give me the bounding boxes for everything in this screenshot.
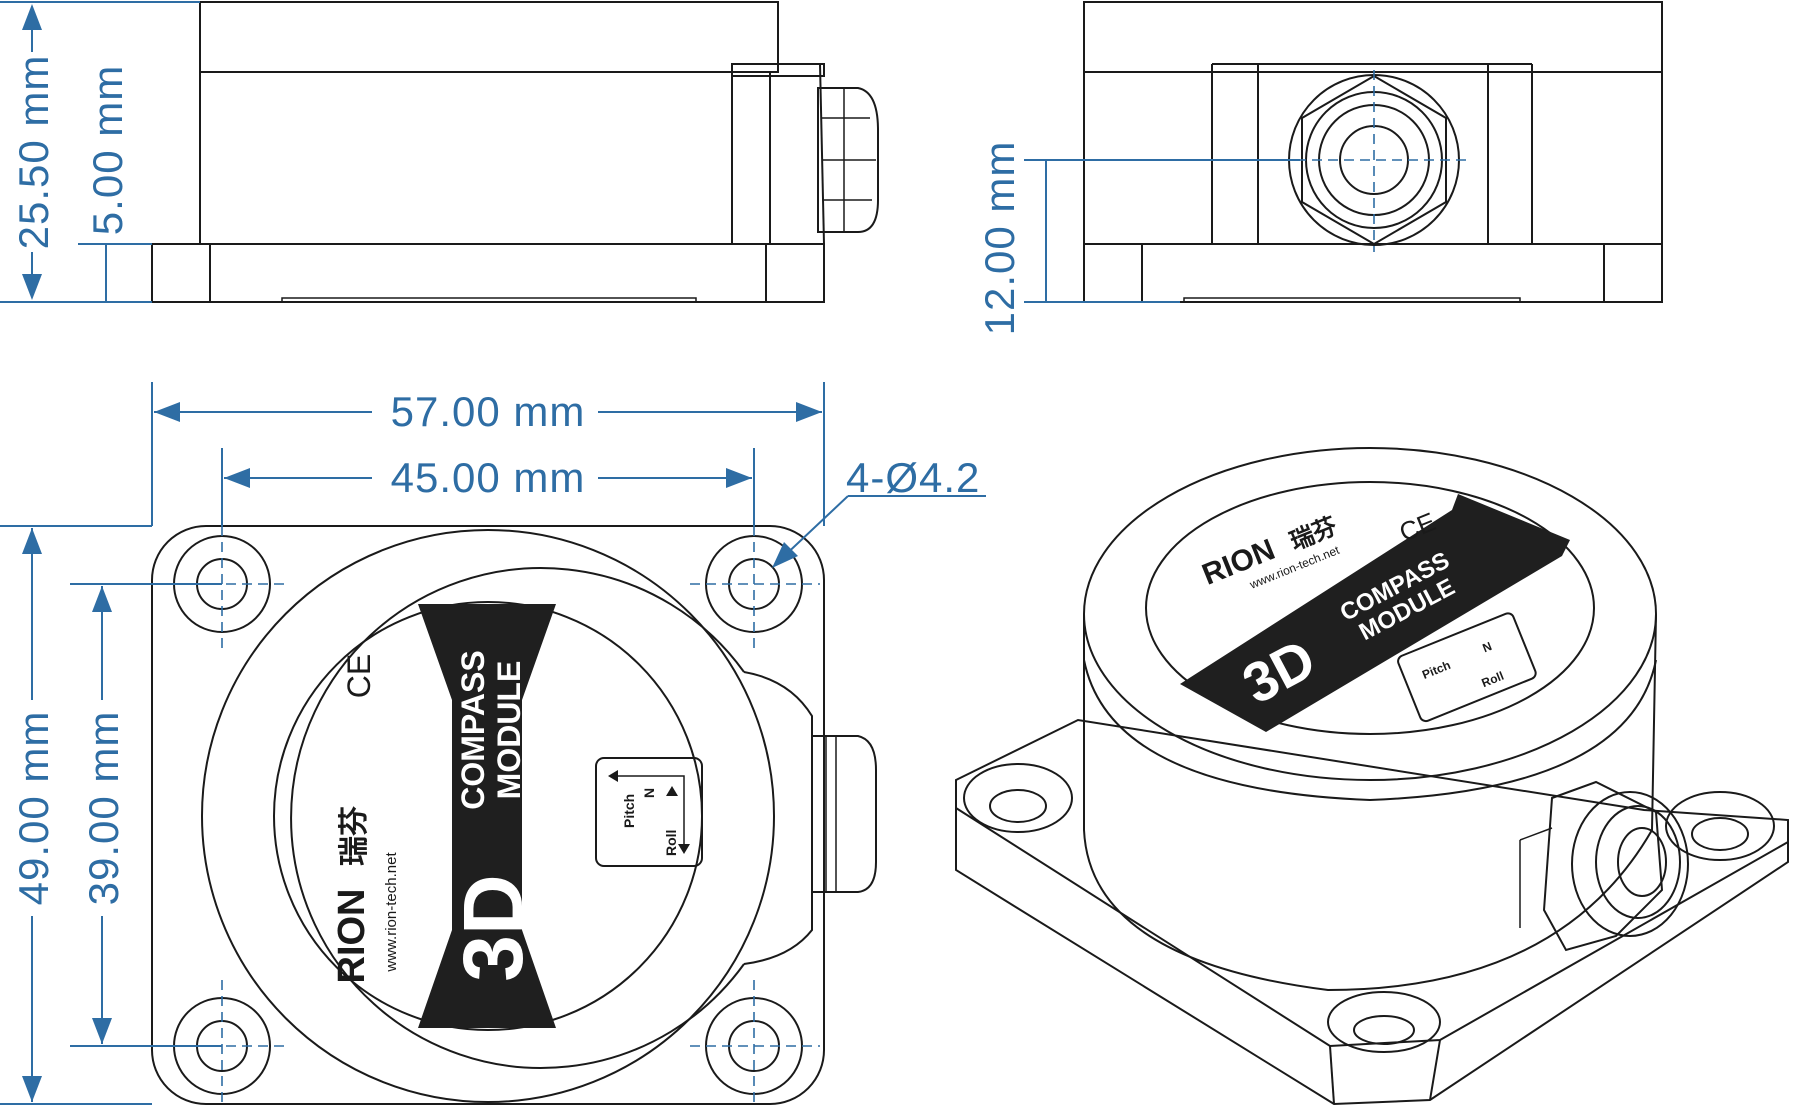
brand-cn-text: 瑞芬 [338,806,371,866]
product-line1-label: COMPASS [455,650,491,809]
iso-axis-roll-text: Roll [1480,669,1506,690]
iso-axis-north-text: N [1481,639,1494,655]
dim-label-hole-pitch-y: 39.00 mm [80,711,127,906]
dimension-hole-pitch-y: 39.00 mm [70,583,222,1047]
product-big-label: 3D [446,874,540,981]
dimension-width-total: 57.00 mm [151,382,825,526]
top-view: 3D COMPASS MODULE RION 瑞芬 www.rion-tech.… [151,525,877,1108]
label-band [418,604,556,1028]
product-line2-label: MODULE [491,661,527,800]
dimension-depth-total: 49.00 mm [0,525,152,1105]
dimension-hole-callout: 4-Ø4.2 [772,454,986,568]
dim-label-height-total: 25.50 mm [10,55,57,250]
dim-label-depth-total: 49.00 mm [10,711,57,906]
dim-label-width-total: 57.00 mm [391,388,586,435]
iso-hole-right [1665,791,1775,861]
iso-label-band [1180,494,1570,732]
side-view [151,1,879,303]
dimension-connector-height: 12.00 mm [976,141,1300,336]
brand-logo-text: RION [331,889,373,984]
isometric-view: 3D COMPASS MODULE RION 瑞芬 www.rion-tech.… [955,447,1789,1106]
website-text: www.rion-tech.net [383,852,400,973]
axis-roll-text: Roll [663,830,679,856]
ce-mark: CE [341,654,377,698]
dimension-base-thickness: 5.00 mm [78,65,152,302]
dim-label-connector-height: 12.00 mm [976,141,1023,336]
end-view [1083,1,1663,303]
iso-hole-left [963,763,1073,833]
dim-label-hole-pitch-x: 45.00 mm [391,454,586,501]
dimension-hole-pitch-x: 45.00 mm [221,448,755,526]
axis-north-text: N [641,788,657,798]
dim-label-holes: 4-Ø4.2 [846,454,980,501]
dim-label-base-thickness: 5.00 mm [84,65,131,235]
dimension-height-total: 25.50 mm [0,1,200,303]
iso-axis-pitch-text: Pitch [1420,658,1452,682]
iso-hole-bottom [1327,991,1441,1053]
iso-connector [1519,780,1689,952]
axis-pitch-text: Pitch [621,794,637,828]
